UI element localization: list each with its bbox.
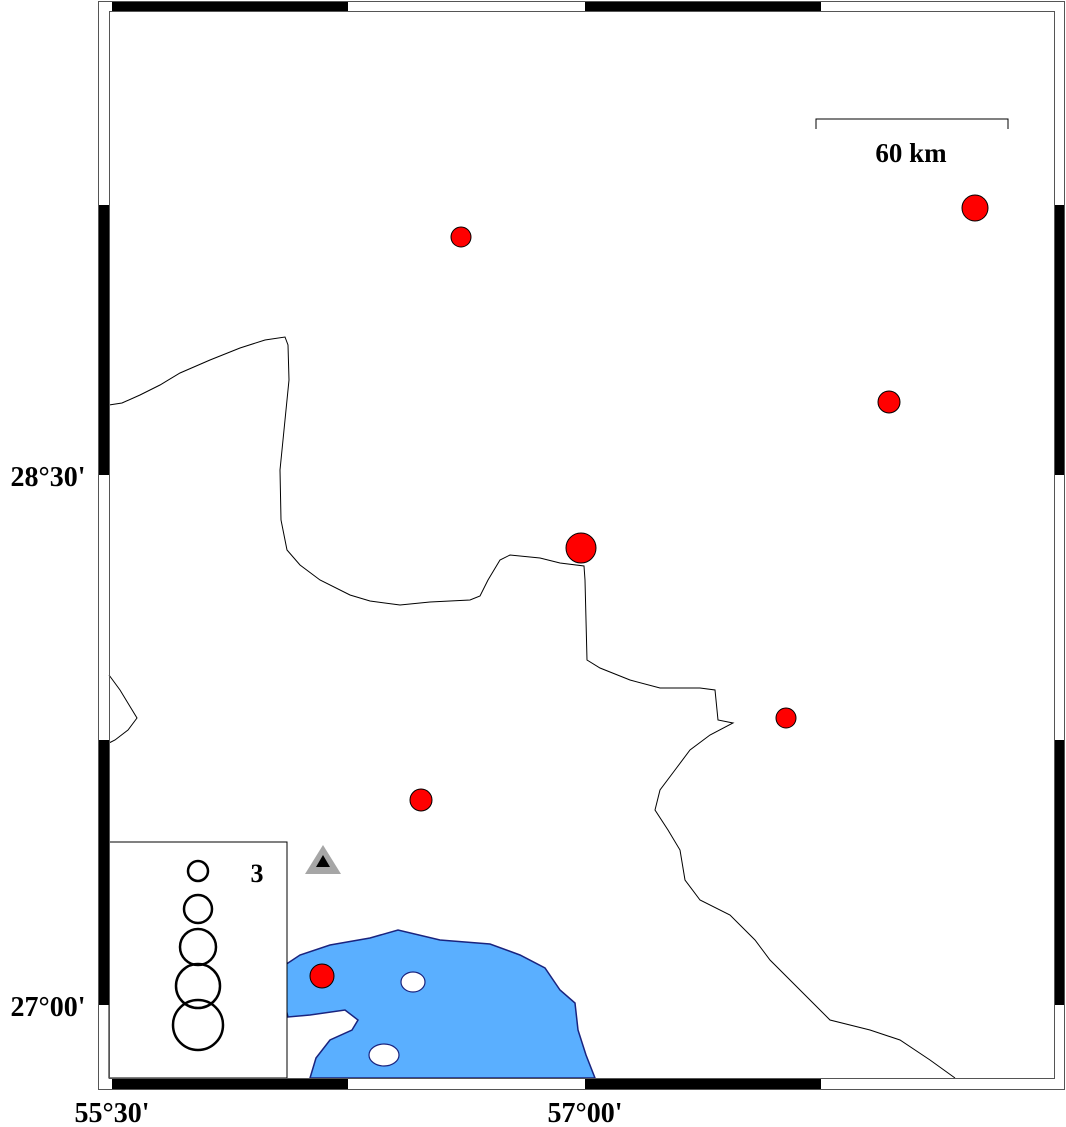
island [400,971,426,993]
island [368,1043,400,1067]
event-marker[interactable] [961,194,989,222]
event-marker[interactable] [409,788,433,812]
scale-bar-label: 60 km [875,138,947,168]
lon-label: 55°30' [75,1098,150,1127]
event-marker[interactable] [565,532,597,564]
lat-label: 27°00' [11,992,86,1023]
sea [284,929,597,1079]
map-frame [98,1,1065,1090]
legend-label: 3 [251,859,264,888]
border-line [108,674,138,744]
legend-circle [186,859,210,883]
legend-circle [174,962,222,1010]
legend-circle [182,893,214,925]
scale-bar: 60 km [815,118,1009,168]
magnitude-legend: 3 [108,841,288,1079]
lat-label: 28°30' [11,462,86,493]
legend-circle [171,998,225,1052]
event-marker[interactable] [450,226,472,248]
events [309,194,989,989]
event-marker[interactable] [309,963,335,989]
lon-label: 57°00' [548,1098,623,1127]
event-marker[interactable] [877,390,901,414]
station-triangle-icon[interactable] [305,845,341,874]
event-marker[interactable] [775,707,797,729]
border-line [108,336,956,1079]
